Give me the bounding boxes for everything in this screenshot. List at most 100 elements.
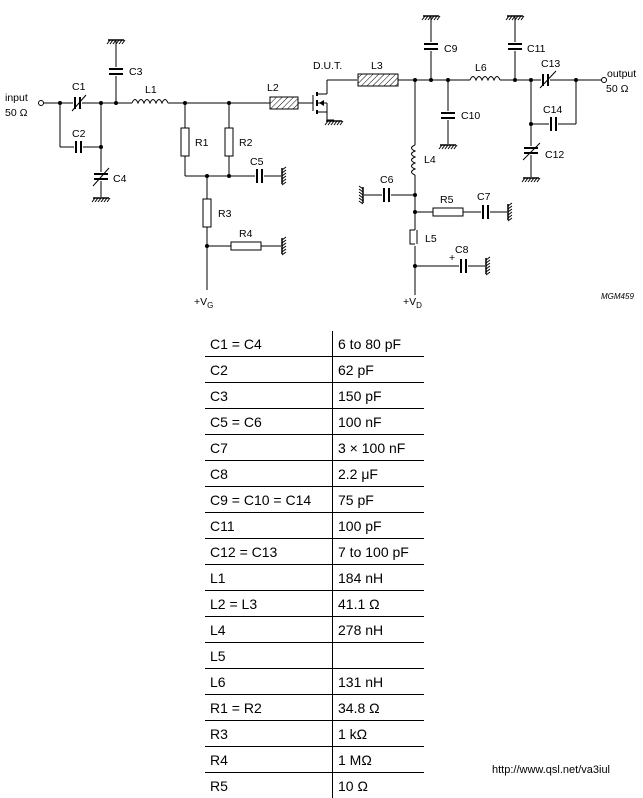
capacitor-c11 — [508, 44, 522, 49]
component-cell: L1 — [205, 565, 333, 591]
component-cell: L4 — [205, 617, 333, 643]
label-c14: C14 — [543, 104, 562, 116]
resistor-r4 — [231, 242, 261, 250]
component-cell: C2 — [205, 357, 333, 383]
value-cell: 1 kΩ — [333, 721, 425, 747]
value-cell: 3 × 100 nF — [333, 435, 425, 461]
component-cell: L2 = L3 — [205, 591, 333, 617]
figure-code: MGM459 — [601, 292, 634, 301]
component-cell: R1 = R2 — [205, 695, 333, 721]
input-impedance-label: 50 Ω — [5, 107, 28, 119]
label-l2: L2 — [267, 82, 279, 94]
amplifier-schematic: input 50 Ω C1 C2 C4 C3 L1 — [0, 0, 643, 320]
component-cell: R5 — [205, 773, 333, 798]
value-cell: 150 pF — [333, 383, 425, 409]
value-cell: 62 pF — [333, 357, 425, 383]
output-impedance-label: 50 Ω — [606, 83, 629, 95]
inductor-l1 — [132, 100, 168, 104]
label-c11: C11 — [527, 43, 546, 55]
label-c6: C6 — [380, 174, 394, 186]
dut-transistor — [313, 80, 327, 120]
source-url: http://www.qsl.net/va3iul — [492, 764, 610, 776]
capacitor-c14 — [551, 117, 556, 131]
resistor-r1 — [181, 128, 189, 156]
capacitor-c7 — [483, 205, 488, 219]
output-terminal — [602, 78, 607, 83]
value-cell: 100 nF — [333, 409, 425, 435]
table-row: L5 — [205, 643, 424, 669]
component-cell: C8 — [205, 461, 333, 487]
inductor-l6 — [470, 77, 500, 81]
label-c5: C5 — [250, 156, 264, 168]
label-r3: R3 — [218, 208, 232, 220]
value-cell: 7 to 100 pF — [333, 539, 425, 565]
component-cell: L6 — [205, 669, 333, 695]
label-l3: L3 — [371, 60, 383, 72]
component-cell: R4 — [205, 747, 333, 773]
label-c13: C13 — [541, 58, 560, 70]
value-cell: 131 nH — [333, 669, 425, 695]
dut-label: D.U.T. — [313, 60, 342, 72]
label-r5: R5 — [440, 194, 454, 206]
component-cell: C11 — [205, 513, 333, 539]
component-cell: C5 = C6 — [205, 409, 333, 435]
inductor-l5 — [410, 230, 417, 244]
capacitor-c10 — [441, 113, 455, 118]
component-cell: C3 — [205, 383, 333, 409]
label-r4: R4 — [239, 228, 253, 240]
input-label: input — [5, 92, 28, 104]
stripline-l2 — [270, 97, 298, 109]
label-l4: L4 — [424, 154, 436, 166]
label-l6: L6 — [475, 62, 487, 74]
component-cell: C1 = C4 — [205, 331, 333, 357]
value-cell: 1 MΩ — [333, 747, 425, 773]
label-c9: C9 — [444, 43, 458, 55]
label-c8: C8 — [455, 244, 469, 256]
capacitor-c6 — [384, 188, 389, 202]
label-l1: L1 — [145, 84, 157, 96]
value-cell: 278 nH — [333, 617, 425, 643]
label-c1: C1 — [72, 81, 86, 93]
value-cell — [333, 643, 425, 669]
resistor-r5 — [433, 208, 463, 216]
value-cell: 2.2 μF — [333, 461, 425, 487]
label-c10: C10 — [461, 110, 480, 122]
value-cell: 75 pF — [333, 487, 425, 513]
capacitor-c2 — [76, 141, 81, 153]
value-cell: 100 pF — [333, 513, 425, 539]
resistor-r2 — [225, 128, 233, 156]
label-r2: R2 — [239, 137, 253, 149]
label-c7: C7 — [477, 191, 491, 203]
component-cell: C12 = C13 — [205, 539, 333, 565]
value-cell: 6 to 80 pF — [333, 331, 425, 357]
capacitor-c3 — [109, 69, 123, 74]
resistor-r3 — [203, 199, 211, 227]
capacitor-c5 — [257, 169, 262, 183]
output-label: output — [607, 68, 636, 80]
inductor-l4 — [412, 145, 416, 175]
value-cell: 34.8 Ω — [333, 695, 425, 721]
label-c4: C4 — [113, 173, 127, 185]
capacitor-c9 — [424, 44, 438, 49]
label-c2: C2 — [72, 128, 86, 140]
label-r1: R1 — [195, 137, 209, 149]
stripline-l3 — [358, 74, 398, 86]
capacitor-c8 — [461, 259, 466, 273]
